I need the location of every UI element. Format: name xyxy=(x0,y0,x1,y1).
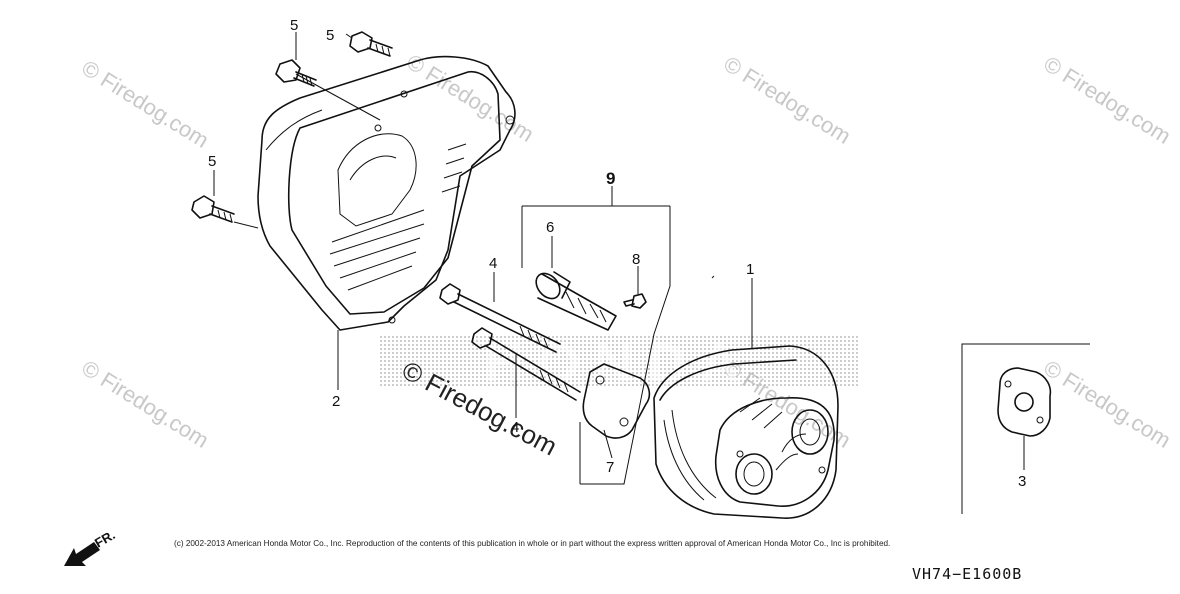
callout-8: 8 xyxy=(632,251,640,268)
screw-8[interactable] xyxy=(623,293,647,309)
bolt-5-top-right[interactable] xyxy=(349,31,393,57)
callout-5: 5 xyxy=(326,27,334,44)
muffler-protector[interactable] xyxy=(257,55,516,331)
diagram-id: VH74−E1600B xyxy=(912,565,1023,583)
callout-4: 4 xyxy=(511,419,519,436)
set-9-bracket xyxy=(521,186,671,485)
stud-bolt-4-upper[interactable] xyxy=(439,283,561,353)
watermark-text: © Firedog.com xyxy=(77,355,213,453)
inset-frame xyxy=(961,343,1090,514)
watermark-text: © Firedog.com xyxy=(719,51,855,149)
watermark-text: © Firedog.com xyxy=(77,55,213,153)
callout-4: 4 xyxy=(489,255,497,272)
callout-5: 5 xyxy=(290,17,298,34)
leader-lines xyxy=(213,32,1025,470)
watermark-text: © Firedog.com xyxy=(1039,355,1175,453)
callout-5: 5 xyxy=(208,153,216,170)
callout-7: 7 xyxy=(606,459,614,476)
callout-2: 2 xyxy=(332,393,340,410)
honda-logo-text: HONDA xyxy=(485,333,753,393)
muffler[interactable] xyxy=(653,275,839,519)
callout-9: 9 xyxy=(606,169,615,188)
bolt-5-left[interactable] xyxy=(191,195,235,223)
exhaust-gasket[interactable] xyxy=(997,367,1052,437)
watermark-text: © Firedog.com xyxy=(402,49,538,147)
watermark-text: © Firedog.com xyxy=(1039,51,1175,149)
muffler-gasket[interactable] xyxy=(582,363,651,439)
copyright-notice: (c) 2002-2013 American Honda Motor Co., … xyxy=(174,539,891,548)
callout-3: 3 xyxy=(1018,473,1026,490)
callout-labels: 5 5 5 2 4 4 9 6 8 7 1 3 xyxy=(208,17,1026,490)
front-arrow-icon xyxy=(64,542,100,566)
callout-1: 1 xyxy=(746,261,754,278)
callout-6: 6 xyxy=(546,219,554,236)
spark-arrester[interactable] xyxy=(531,269,617,331)
front-direction-indicator: FR. xyxy=(64,527,118,566)
honda-logo-watermark: HONDA xyxy=(380,333,858,393)
stud-bolt-4-lower[interactable] xyxy=(471,327,581,401)
